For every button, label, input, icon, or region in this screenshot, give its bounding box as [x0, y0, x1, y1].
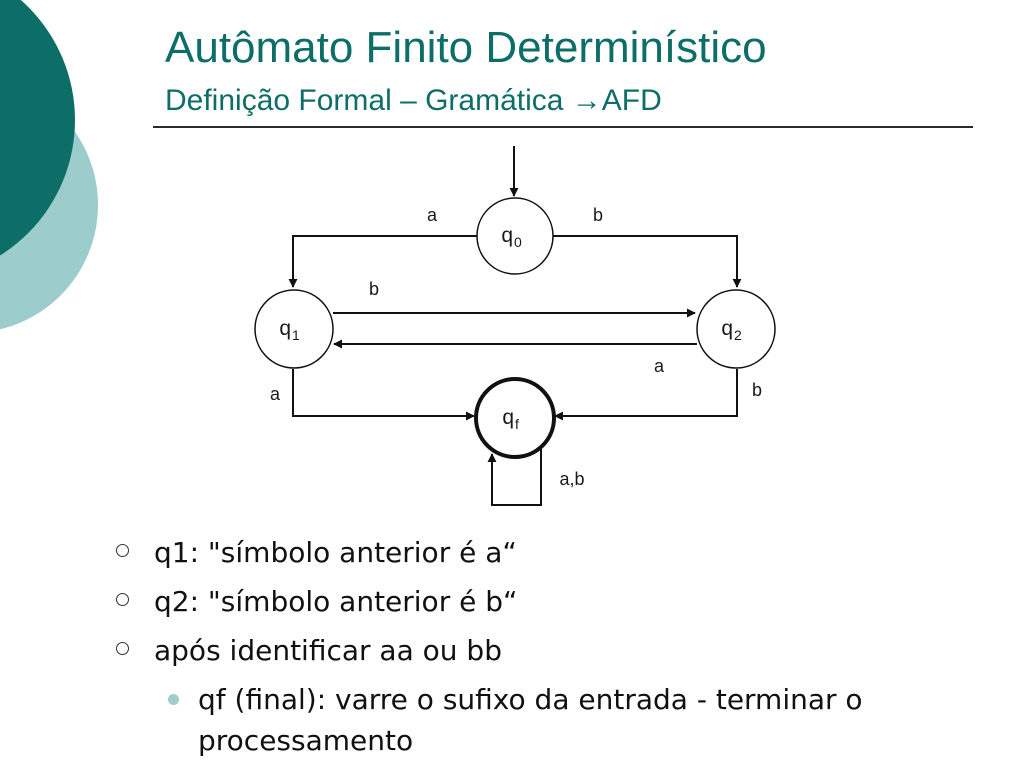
filled-bullet-icon — [168, 694, 179, 705]
title-divider — [153, 126, 973, 128]
state-q1: q 1 — [254, 289, 334, 369]
slide-title: Autômato Finito Determinístico — [165, 23, 767, 72]
sub-bullet-text: qf (final): varre o sufixo da entrada - … — [198, 683, 863, 757]
label-qf-loop: a,b — [559, 469, 584, 489]
state-q2-sub: 2 — [734, 327, 742, 343]
bullet-item: q2: "símbolo anterior é b“ — [110, 577, 990, 626]
bullet-item: após identificar aa ou bb — [110, 626, 990, 675]
edge-q2-qf — [554, 369, 738, 421]
sub-bullet-item: qf (final): varre o sufixo da entrada - … — [110, 679, 990, 761]
dfa-diagram: q 0 q 1 q 2 q f a b b a a b a,b — [254, 146, 776, 506]
edge-q0-q2 — [553, 235, 742, 288]
hollow-bullet-icon — [116, 544, 129, 557]
state-q2-label: q — [721, 317, 733, 340]
label-q1-q2: b — [369, 279, 379, 299]
edge-q1-qf — [292, 369, 475, 421]
bullet-item: q1: "símbolo anterior é a“ — [110, 528, 990, 577]
state-q0-label: q — [501, 224, 513, 247]
bullet-text: após identificar aa ou bb — [154, 634, 502, 667]
state-q2: q 2 — [696, 289, 776, 369]
state-qf-sub: f — [515, 416, 519, 432]
state-q1-sub: 1 — [292, 327, 300, 343]
hollow-bullet-icon — [116, 642, 129, 655]
state-qf-final: q f — [474, 377, 556, 459]
bullet-text: q2: "símbolo anterior é b“ — [154, 585, 518, 618]
slide-subtitle: Definição Formal – Gramática →AFD — [165, 84, 662, 117]
label-q2-qf: b — [752, 380, 762, 400]
label-q2-q1: a — [654, 356, 665, 376]
state-q0: q 0 — [476, 197, 554, 275]
bullet-list: q1: "símbolo anterior é a“ q2: "símbolo … — [110, 528, 990, 761]
edge-qf-loop — [487, 448, 542, 506]
dark-circle — [0, 0, 75, 256]
label-q1-qf: a — [270, 384, 281, 404]
bullet-text: q1: "símbolo anterior é a“ — [154, 536, 517, 569]
edge-q0-q1 — [288, 235, 477, 288]
decorative-circles — [0, 0, 98, 330]
label-q0-q1: a — [427, 205, 438, 225]
state-q0-sub: 0 — [514, 234, 522, 250]
state-qf-label: q — [502, 406, 514, 429]
label-q0-q2: b — [593, 205, 603, 225]
hollow-bullet-icon — [116, 593, 129, 606]
state-q1-label: q — [279, 317, 291, 340]
